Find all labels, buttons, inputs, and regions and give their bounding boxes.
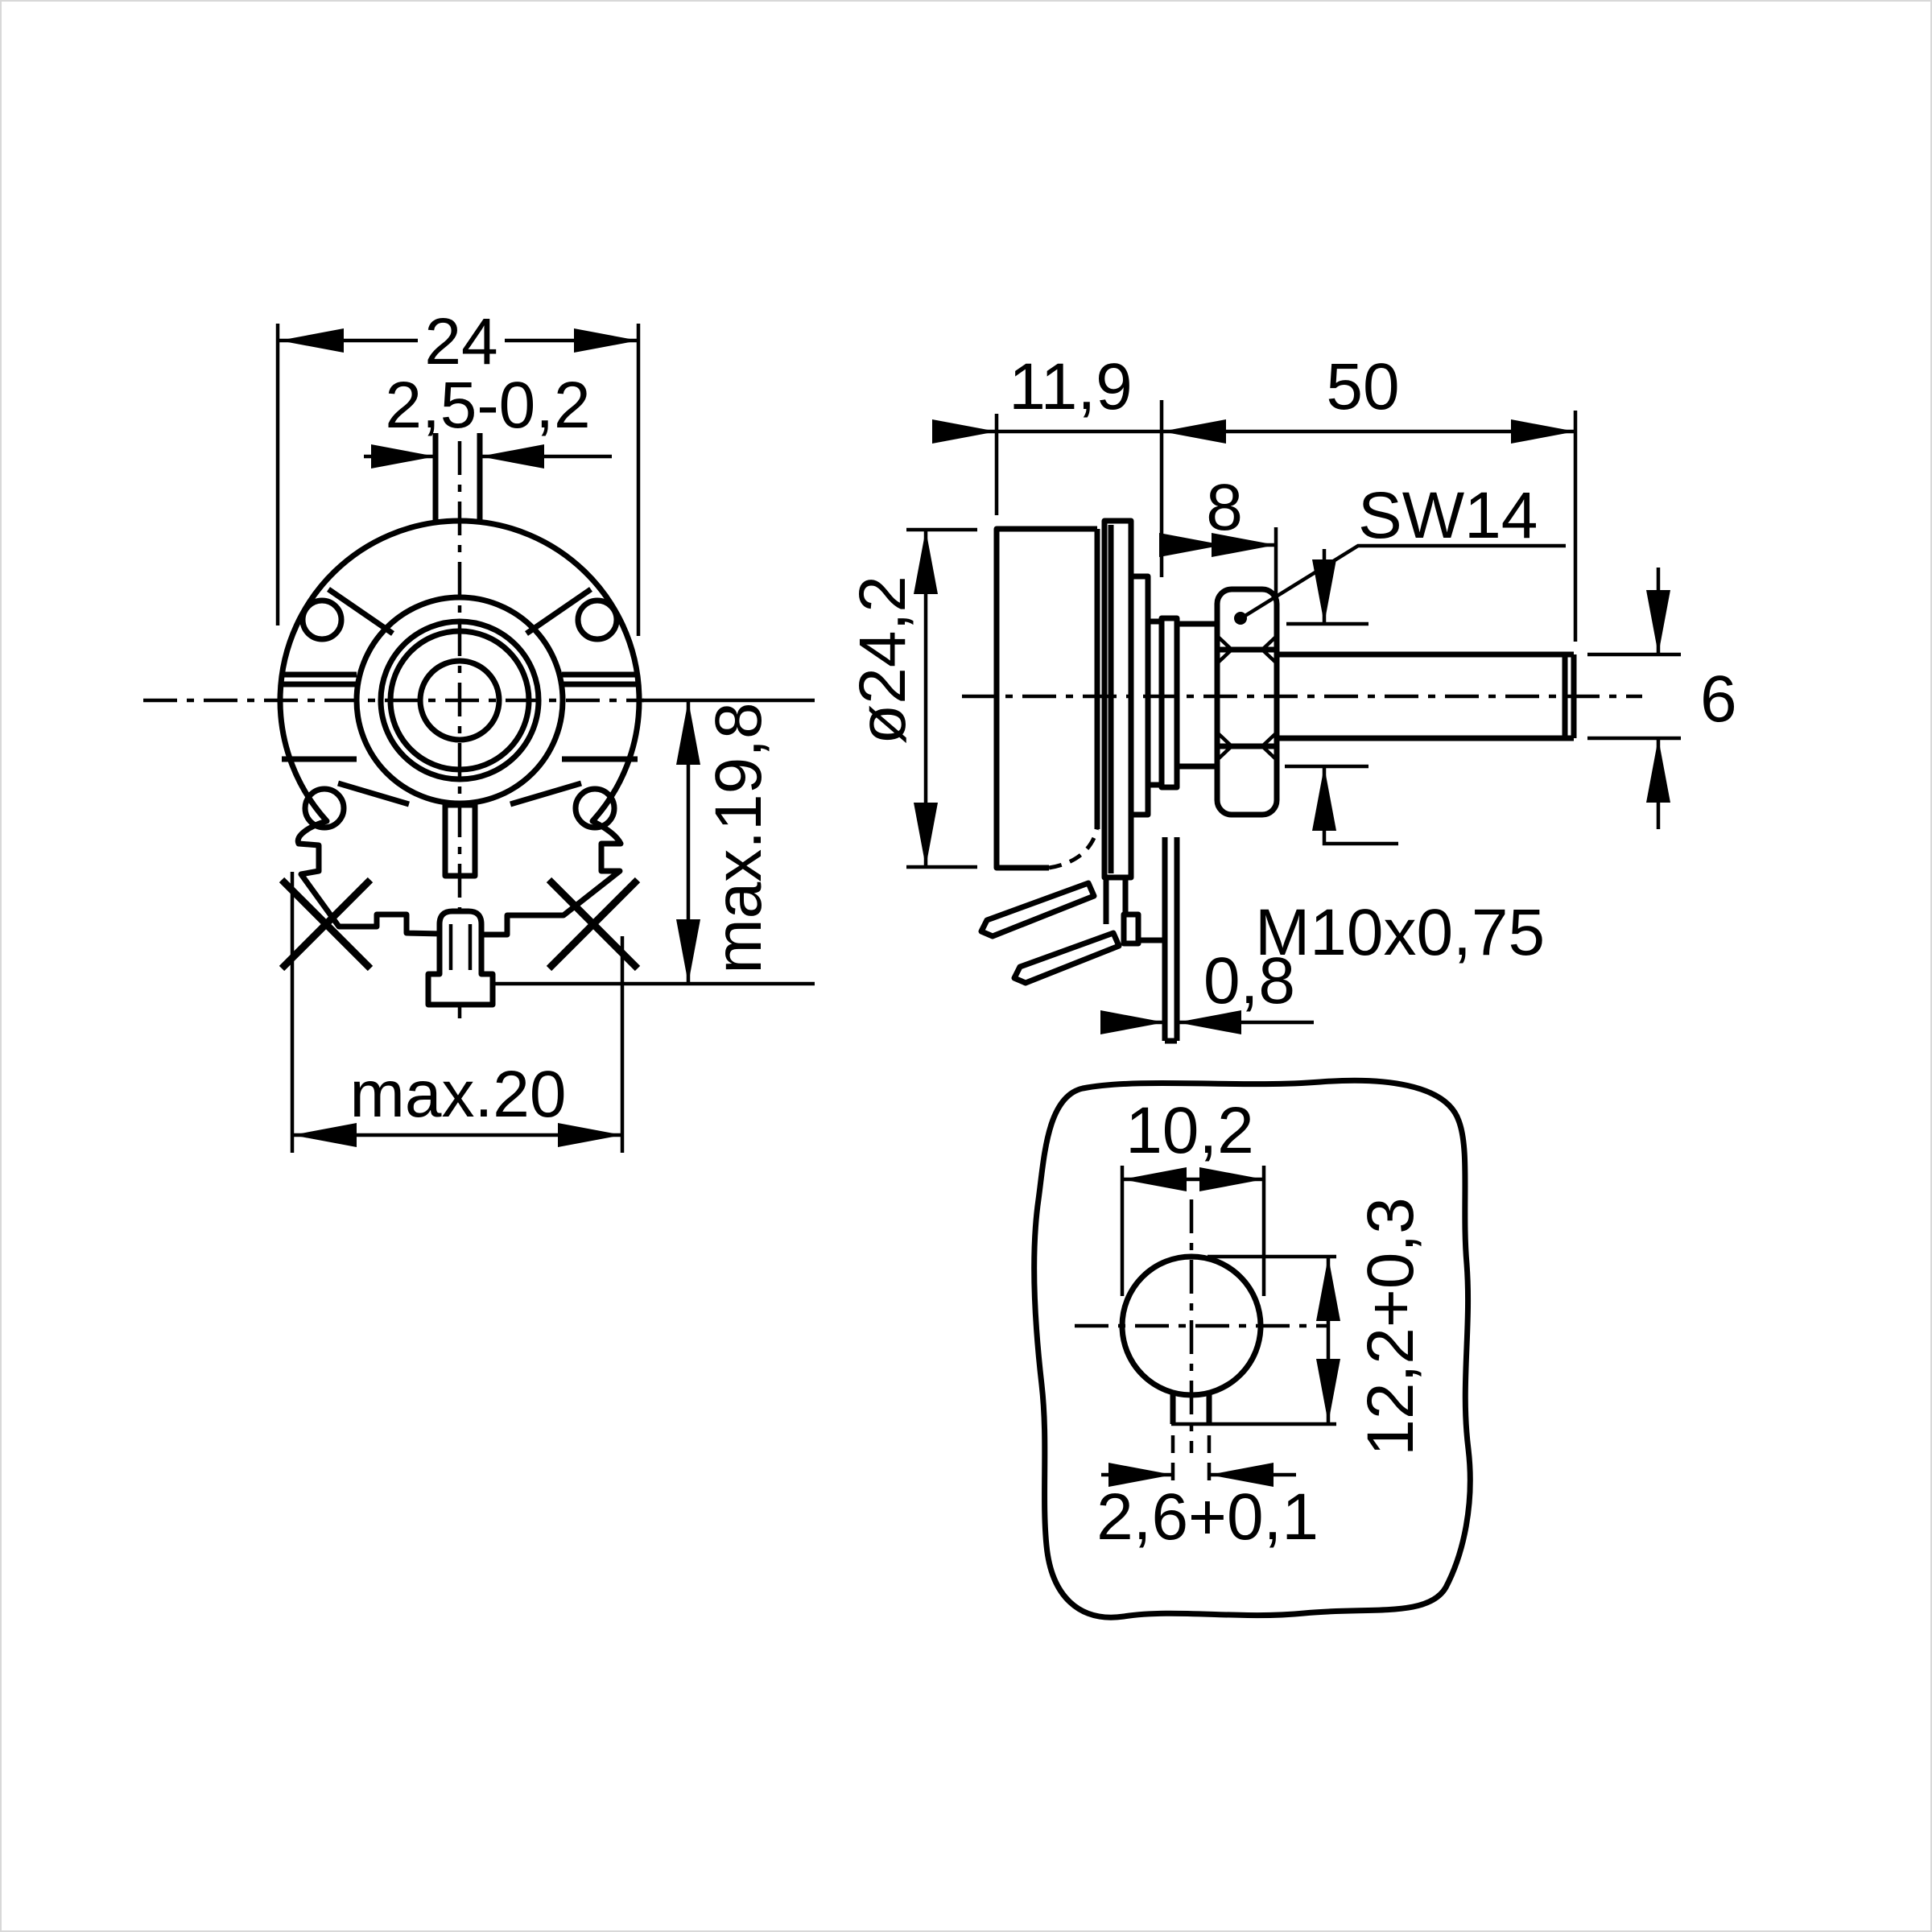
front-view: 24 2,5-0,2 max.19,8 max.20 <box>143 305 815 1153</box>
center-solder-lug <box>425 908 496 1008</box>
panel-patch-outline <box>1031 1077 1473 1620</box>
callout-thread: M10x0,75 <box>1255 549 1545 969</box>
locating-tab <box>432 433 483 520</box>
shaft <box>1277 651 1577 741</box>
terminal-plate <box>1162 837 1180 1044</box>
dimension-hole-depth: 12,2+0,3 <box>1316 1197 1427 1456</box>
rivet-top-right <box>575 597 620 642</box>
shaft-hole-circle <box>417 658 502 743</box>
dim-label-terminal-depth: max.19,8 <box>702 702 775 973</box>
dimension-body-diameter: ø24,2 <box>846 527 977 869</box>
label-thread: M10x0,75 <box>1255 896 1545 969</box>
bracket-flat-right <box>562 671 638 762</box>
dim-label-slot-width: 2,6+0,1 <box>1096 1480 1319 1554</box>
dimension-shaft-diameter: 6 <box>1587 568 1737 829</box>
bushing-inner-ring-circle <box>387 628 532 773</box>
dim-label-housing-width: max.20 <box>350 1058 567 1131</box>
bracket-arm-top-left <box>327 587 394 636</box>
case-outline <box>993 526 1097 871</box>
dim-label-shaft-diameter: 6 <box>1700 663 1737 736</box>
dimension-bushing-length: 8 <box>1159 471 1278 624</box>
wiper-terminal-tab <box>442 802 478 879</box>
bracket-flat-left <box>282 671 357 762</box>
dim-label-body-width: 24 <box>424 305 497 378</box>
dim-label-bushing-length: 8 <box>1206 471 1243 544</box>
rivet-bottom-right <box>572 786 617 831</box>
callout-wrench-size: SW14 <box>1234 479 1566 625</box>
dim-label-hole-diameter: 10,2 <box>1125 1094 1254 1167</box>
dim-label-tab-width: 2,5-0,2 <box>385 369 590 442</box>
label-wrench-size: SW14 <box>1358 479 1538 552</box>
cover-bend-line <box>1048 828 1100 870</box>
dimension-slot-width: 2,6+0,1 <box>1096 1435 1319 1554</box>
dim-label-terminal-thickness: 0,8 <box>1203 944 1295 1018</box>
rivet-bottom-left <box>302 786 347 831</box>
side-view: 11,9 50 8 SW14 ø24,2 <box>846 350 1737 1044</box>
dimension-terminal-thickness: 0,8 <box>1100 944 1314 1034</box>
mounting-hole-detail: 10,2 12,2+0,3 2,6+0,1 <box>1031 1077 1473 1620</box>
solder-pin-lower <box>1011 930 1122 986</box>
mounting-slot <box>1170 1393 1212 1424</box>
x-mark-left <box>279 877 374 972</box>
mounting-hole-circle <box>1119 1253 1264 1398</box>
solder-pin-upper <box>978 880 1097 939</box>
dimension-tab-width: 2,5-0,2 <box>364 369 612 469</box>
bracket-arm-bottom-left <box>337 780 410 807</box>
dim-label-body-diameter: ø24,2 <box>846 576 919 745</box>
dimension-body-width: 24 <box>275 305 641 636</box>
dimension-terminal-depth: max.19,8 <box>493 698 815 986</box>
hex-nut <box>1214 586 1280 818</box>
dimension-housing-width: max.20 <box>290 872 625 1153</box>
bracket-arm-bottom-right <box>510 780 582 807</box>
leader-dot <box>1234 612 1247 625</box>
dimension-depth-and-shaft: 11,9 50 <box>932 350 1578 642</box>
bracket-arm-top-right <box>525 587 592 636</box>
dimension-hole-diameter: 10,2 <box>1120 1094 1266 1296</box>
dim-label-hole-depth: 12,2+0,3 <box>1354 1197 1427 1455</box>
bushing-ring-circle <box>378 618 542 782</box>
dim-label-body-depth: 11,9 <box>1009 350 1133 423</box>
solder-lug-slot <box>448 924 473 970</box>
rivet-top-left <box>299 597 345 642</box>
dim-label-shaft-length: 50 <box>1326 350 1399 423</box>
terminal-bracket <box>1103 837 1180 1044</box>
